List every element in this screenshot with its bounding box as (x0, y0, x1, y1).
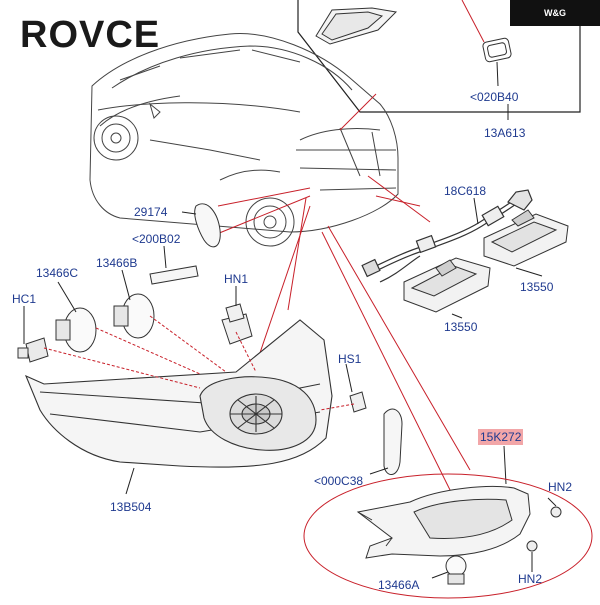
bulb-13466C (55, 307, 97, 353)
clip-HN2-lower (526, 540, 538, 552)
vehicle-outline (89, 33, 399, 233)
label-15K272: 15K272 (478, 429, 524, 445)
label-HN2-lower: HN2 (518, 572, 543, 586)
side-reflector (194, 203, 221, 248)
label-18C618: 18C618 (444, 184, 487, 198)
brand-logo: ROVCE (20, 14, 160, 57)
bulb-13466A (445, 555, 467, 585)
label-13B504: 13B504 (110, 500, 152, 514)
label-13A613: 13A613 (484, 126, 526, 140)
fog-lamp-15K272 (356, 486, 531, 559)
clip-HN2-upper (550, 506, 562, 518)
label-29174: 29174 (134, 205, 168, 219)
label-13466B: 13466B (96, 256, 138, 270)
wiring-harness (361, 189, 533, 283)
label-13550-upper: 13550 (520, 280, 554, 294)
marker-lens (149, 265, 199, 285)
bulb-13466B (113, 293, 155, 339)
interior-lamp-housing (315, 7, 398, 45)
label-HC1: HC1 (12, 292, 37, 306)
licence-lamp-front (403, 257, 491, 313)
label-13466C: 13466C (36, 266, 79, 280)
clip-HS1 (349, 391, 367, 413)
red-callout-dashes (43, 315, 355, 411)
label-020B40: <020B40 (470, 90, 519, 104)
licence-lamp-rear (483, 209, 569, 267)
bulb-holder-HC1 (17, 337, 49, 363)
label-15K272-text: 15K272 (478, 429, 524, 445)
seal-gasket (482, 37, 512, 63)
inset-box (297, 0, 581, 113)
label-13550-lower: 13550 (444, 320, 478, 334)
label-13466A: 13466A (378, 578, 420, 592)
badge-text: W&G (544, 8, 566, 18)
brand-badge: W&G (510, 0, 600, 26)
wheel-front (93, 115, 139, 161)
label-HS1: HS1 (338, 352, 362, 366)
ellipse-callout-lines (431, 497, 557, 579)
label-HN1: HN1 (224, 272, 249, 286)
clip-HN1 (221, 303, 253, 345)
callout-lines (23, 197, 507, 495)
label-000C38: <000C38 (314, 474, 364, 488)
reflector-strip (383, 408, 403, 475)
label-HN2-upper: HN2 (548, 480, 573, 494)
label-200B02: <200B02 (132, 232, 181, 246)
lamp-assembly-13B504 (24, 319, 333, 468)
callout-ellipse (303, 473, 593, 599)
brand-text: ROVCE (20, 14, 161, 56)
